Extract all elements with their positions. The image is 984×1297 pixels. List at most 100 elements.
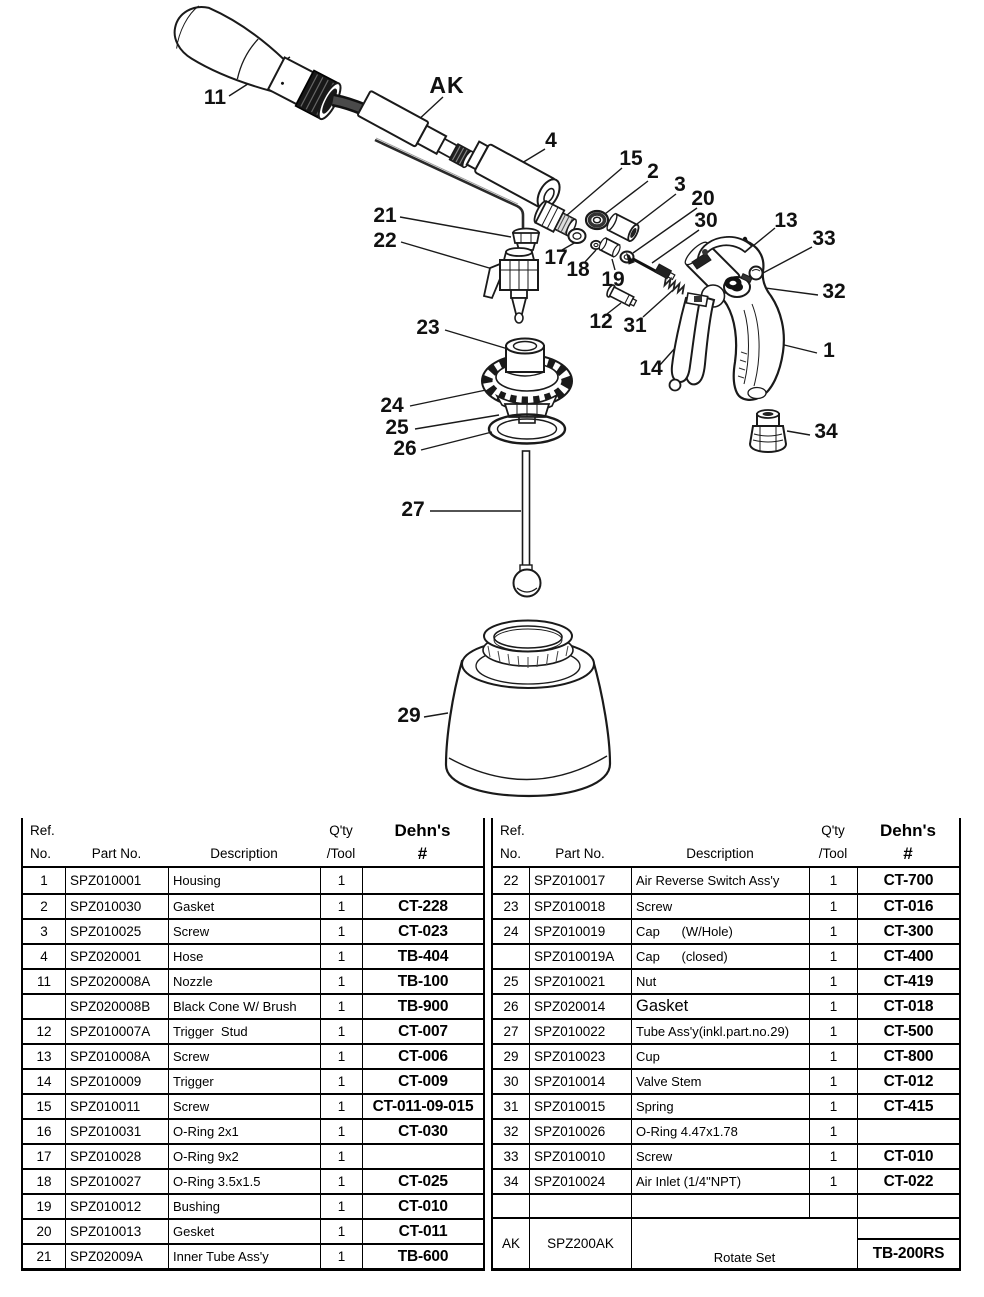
- cell-ref-no: 2: [40, 899, 48, 914]
- callout-26: 26: [393, 437, 416, 460]
- header-dehns-line2: #: [417, 844, 428, 863]
- cell-part-no: SPZ020014: [529, 995, 631, 1018]
- air-reverse-switch-part: [482, 247, 539, 324]
- air-inlet-part: [748, 409, 788, 454]
- cell-dehns-number: [857, 1120, 959, 1143]
- cell-part-no: SPZ010021: [529, 970, 631, 993]
- cell-part-no: SPZ010026: [529, 1120, 631, 1143]
- cell-ref-no: 14: [36, 1074, 52, 1089]
- cell-ref-no: 3: [40, 924, 48, 939]
- header-dehns-line1: Dehn's: [394, 821, 451, 840]
- cell-part-no: SPZ200AK: [529, 1219, 631, 1268]
- cell-part-no: SPZ010027: [65, 1170, 168, 1193]
- cell-description: Cap (W/Hole): [631, 920, 809, 943]
- cell-description: Screw: [168, 1095, 320, 1118]
- cell-part-no: SPZ010022: [529, 1020, 631, 1043]
- callout-17: 17: [544, 246, 567, 269]
- cell-dehns-number: CT-400: [857, 945, 959, 968]
- exploded-diagram: 11 AK 4 15 2 3 20 30 13 33 32 1 34 14 31…: [173, 5, 846, 798]
- cell-ref-no: 21: [36, 1249, 52, 1264]
- callout-20: 20: [691, 187, 714, 210]
- cell-description: Valve Stem: [631, 1070, 809, 1093]
- cell-dehns-number: CT-300: [857, 920, 959, 943]
- callout-23: 23: [416, 316, 439, 339]
- header-ref-line2: No.: [500, 846, 522, 861]
- trigger-part: [668, 292, 716, 392]
- gasket-part: [487, 413, 567, 445]
- header-ref-line2: No.: [30, 846, 52, 861]
- cell-part-no: SPZ010028: [65, 1145, 168, 1168]
- screw-33-part: [740, 265, 764, 284]
- cell-qty: 1: [809, 1170, 857, 1193]
- cell-ref-no: 23: [503, 899, 519, 914]
- cell-description: Screw: [168, 1045, 320, 1068]
- cell-dehns-number: [362, 868, 483, 893]
- cell-dehns-number: CT-700: [857, 868, 959, 893]
- cell-qty: 1: [320, 1195, 362, 1218]
- cell-qty: 1: [320, 1045, 362, 1068]
- cell-description: Black Cone W/ Brush: [168, 995, 320, 1018]
- callout-29: 29: [397, 704, 420, 727]
- callout-labels: 11 AK 4 15 2 3 20 30 13 33 32 1 34 14 31…: [204, 72, 846, 727]
- cell-ref-no: 29: [503, 1049, 519, 1064]
- cell-qty: 1: [809, 945, 857, 968]
- cell-qty: 1: [809, 1045, 857, 1068]
- cell-ref-no: 4: [40, 949, 48, 964]
- cell-dehns-number: [362, 1145, 483, 1168]
- cell-description: Housing: [168, 868, 320, 893]
- header-qty-line1: Q'ty: [329, 823, 353, 838]
- cell-part-no: SPZ020008A: [65, 970, 168, 993]
- cell-description: Gesket: [168, 1220, 320, 1243]
- cell-part-no: [529, 1195, 631, 1217]
- cell-dehns-empty: [858, 1219, 959, 1240]
- cell-part-no: SPZ010025: [65, 920, 168, 943]
- callout-2: 2: [647, 160, 659, 183]
- table-header: Ref. No. Part No. Description Q'ty /Tool…: [23, 818, 483, 866]
- cell-qty: 1: [809, 1145, 857, 1168]
- cell-qty: 1: [320, 995, 362, 1018]
- cell-dehns-number: TB-600: [362, 1245, 483, 1268]
- cell-ref-no: 32: [503, 1124, 519, 1139]
- cell-part-no: SPZ010031: [65, 1120, 168, 1143]
- screw-15-part: [533, 200, 577, 237]
- cell-ref-no: 17: [36, 1149, 52, 1164]
- callout-18: 18: [566, 258, 590, 281]
- cell-part-no: SPZ010015: [529, 1095, 631, 1118]
- callout-33: 33: [812, 227, 835, 250]
- cell-dehns-number: CT-006: [362, 1045, 483, 1068]
- nozzle-part: [173, 5, 342, 121]
- header-part-no: Part No.: [555, 846, 605, 861]
- callout-34: 34: [814, 420, 838, 443]
- cell-description: Cap (closed): [631, 945, 809, 968]
- header-description: Description: [210, 846, 278, 861]
- cell-qty: [809, 1195, 857, 1217]
- callout-11: 11: [204, 86, 227, 109]
- cell-ref-no: [493, 945, 529, 968]
- cell-ref-no: 18: [36, 1174, 52, 1189]
- trigger-stud-part: [606, 284, 638, 307]
- callout-27: 27: [401, 498, 424, 521]
- cell-qty: 1: [320, 868, 362, 893]
- cell-ref-no: 15: [36, 1099, 52, 1114]
- cell-part-no: SPZ010017: [529, 868, 631, 893]
- cell-ref-no: 1: [40, 873, 48, 888]
- callout-13: 13: [774, 209, 797, 232]
- cell-part-no: SPZ010013: [65, 1220, 168, 1243]
- callout-25: 25: [385, 416, 409, 439]
- cell-part-no: SPZ010009: [65, 1070, 168, 1093]
- cell-ref-no: AK: [501, 1236, 520, 1251]
- cell-dehns-number: CT-025: [362, 1170, 483, 1193]
